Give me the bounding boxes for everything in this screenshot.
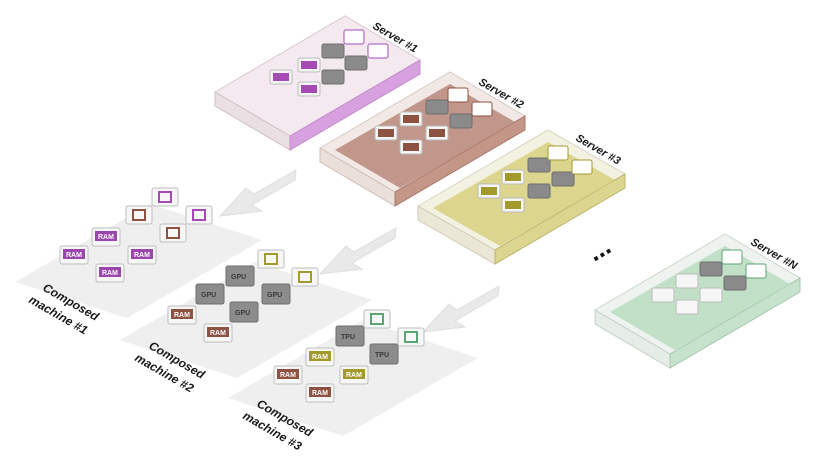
server-n (594, 233, 801, 369)
server-3 (417, 129, 626, 265)
server-2 (319, 71, 526, 207)
svg-text:RAM: RAM (102, 270, 118, 277)
server-2-side (394, 115, 526, 207)
svg-text:GPU: GPU (201, 292, 216, 299)
svg-text:TPU: TPU (341, 334, 355, 341)
server-2-chips (374, 87, 493, 155)
server-3-floor (433, 142, 615, 246)
composed-machine-1: RAM RAM RAM RAM (15, 187, 262, 318)
arrow-1 (218, 169, 297, 217)
arrow-2 (318, 227, 397, 275)
svg-text:TPU: TPU (375, 352, 389, 359)
server-n-side (669, 277, 801, 369)
svg-text:GPU: GPU (235, 310, 250, 317)
arrow-3 (421, 285, 500, 333)
server-n-chips (651, 249, 767, 315)
svg-text:GPU: GPU (267, 292, 282, 299)
svg-text:RAM: RAM (346, 372, 362, 379)
server-1 (214, 15, 421, 151)
svg-text:RAM: RAM (98, 234, 114, 241)
ellipsis-dots: ... (582, 230, 616, 267)
svg-text:GPU: GPU (231, 274, 246, 281)
server-1-side (289, 59, 421, 151)
svg-text:RAM: RAM (312, 390, 328, 397)
composed-machine-3: RAM RAM RAM RAM TPU TPU (228, 309, 478, 436)
svg-text:RAM: RAM (280, 372, 296, 379)
svg-text:RAM: RAM (174, 312, 190, 319)
svg-text:RAM: RAM (210, 330, 226, 337)
server-2-floor (335, 84, 515, 188)
server-3-side (494, 173, 626, 265)
svg-text:RAM: RAM (66, 252, 82, 259)
server-1-chips (269, 29, 389, 97)
server-3-chips (477, 145, 593, 213)
svg-text:RAM: RAM (312, 354, 328, 361)
composed-machine-2: RAM RAM GPU GPU GPU GPU (120, 249, 372, 378)
svg-text:RAM: RAM (134, 252, 150, 259)
